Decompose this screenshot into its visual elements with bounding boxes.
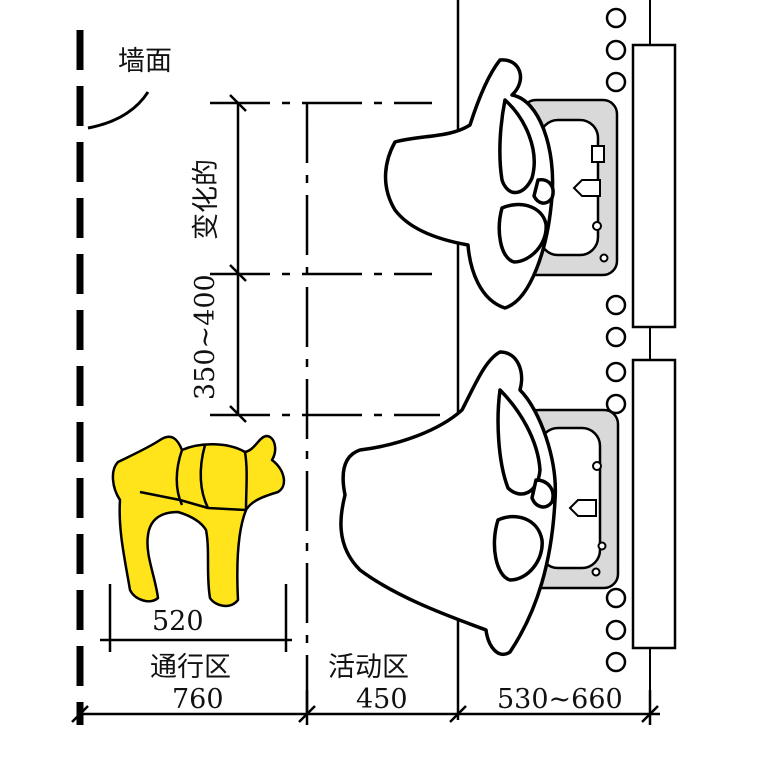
fixture-depth-label: 530~660 (497, 684, 623, 715)
bottom-tick-3 (449, 705, 467, 723)
wall-panel-lower (631, 358, 677, 650)
person-upper (383, 58, 555, 310)
walking-person-highlight (111, 434, 286, 608)
passage-width-label: 760 (172, 684, 224, 715)
wall-leader-line (87, 91, 150, 130)
pipe-circles (605, 7, 627, 673)
bottom-tick-1 (71, 705, 89, 723)
shoulder-width-label: 520 (152, 606, 204, 637)
activity-width-label: 450 (356, 684, 408, 715)
range-vertical-label: 350~400 (190, 274, 221, 400)
person-lower (339, 350, 558, 656)
variable-label: 变化的 (191, 159, 222, 240)
passage-zone-label: 通行区 (150, 652, 231, 683)
wall-panel-upper (631, 43, 677, 329)
wall-label: 墙面 (118, 46, 172, 77)
activity-zone-label: 活动区 (328, 652, 409, 683)
